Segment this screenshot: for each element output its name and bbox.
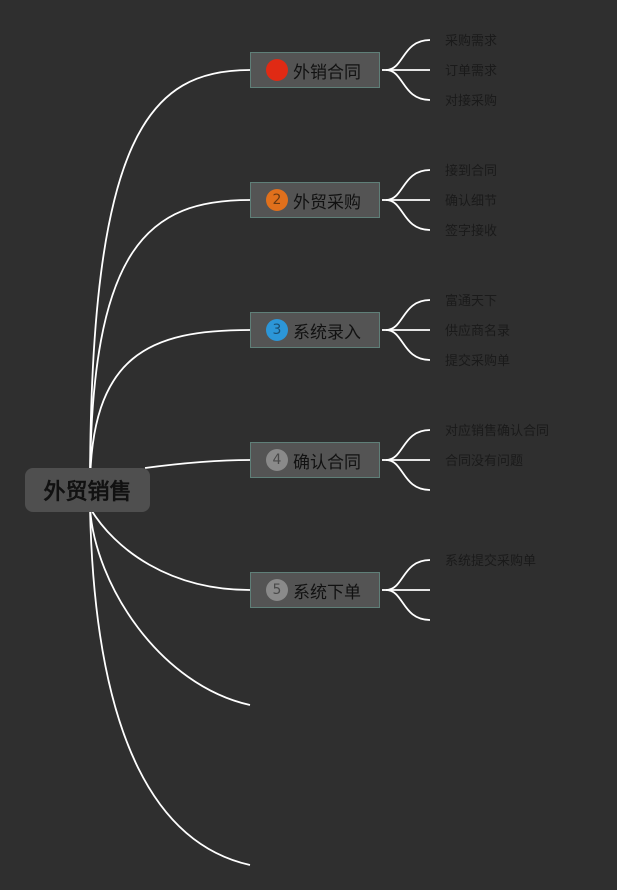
topic-label: 系统下单	[293, 582, 361, 603]
leaf-topic[interactable]: 采购需求	[445, 34, 498, 49]
leaf-topic[interactable]: 签字接收	[445, 224, 498, 239]
branch-connector	[89, 507, 251, 591]
empty-branch-connector	[89, 507, 251, 866]
leaf-connector	[385, 69, 431, 101]
number-badge-icon: 4	[266, 449, 288, 471]
leaf-topic[interactable]: 提交采购单	[445, 354, 511, 369]
empty-branch-connector	[89, 507, 251, 706]
number-badge-icon: 2	[266, 189, 288, 211]
leaf-topic[interactable]: 富通天下	[445, 294, 498, 309]
branch-connector	[89, 69, 251, 491]
topic-2[interactable]: 2 外贸采购	[250, 182, 380, 218]
leaf-topic[interactable]: 供应商名录	[445, 324, 511, 339]
leaf-connector	[385, 559, 431, 591]
root-topic-label: 外贸销售	[43, 480, 132, 505]
topic-label: 系统录入	[293, 322, 361, 343]
topic-4[interactable]: 4 确认合同	[250, 442, 380, 478]
leaf-topic[interactable]: 接到合同	[445, 164, 498, 179]
topic-label: 外贸采购	[293, 192, 361, 213]
leaf-connector	[385, 199, 431, 231]
number-badge-icon: 3	[266, 319, 288, 341]
topic-5[interactable]: 5 系统下单	[250, 572, 380, 608]
branch-connector	[89, 329, 251, 491]
leaf-topic[interactable]: 系统提交采购单	[445, 554, 537, 569]
leaf-connector	[385, 589, 431, 621]
leaf-connector	[385, 459, 431, 491]
leaf-connector	[385, 169, 431, 201]
leaf-topic[interactable]: 合同没有问题	[445, 454, 524, 469]
topic-3[interactable]: 3 系统录入	[250, 312, 380, 348]
leaf-connector	[385, 329, 431, 361]
number-badge-icon: 1	[266, 59, 288, 81]
number-badge-icon: 5	[266, 579, 288, 601]
leaf-topic[interactable]: 确认细节	[445, 194, 498, 209]
leaf-connector	[385, 429, 431, 461]
branch-connector	[144, 459, 251, 469]
leaf-connector	[385, 299, 431, 331]
branch-connector	[89, 199, 251, 491]
topic-label: 确认合同	[293, 452, 361, 473]
root-topic[interactable]: 外贸销售	[25, 468, 150, 512]
topic-1[interactable]: 1 外销合同	[250, 52, 380, 88]
leaf-topic[interactable]: 对接采购	[445, 94, 498, 109]
leaf-topic[interactable]: 对应销售确认合同	[445, 424, 550, 439]
topic-label: 外销合同	[293, 62, 361, 83]
leaf-connector	[385, 39, 431, 71]
leaf-topic[interactable]: 订单需求	[445, 64, 498, 79]
